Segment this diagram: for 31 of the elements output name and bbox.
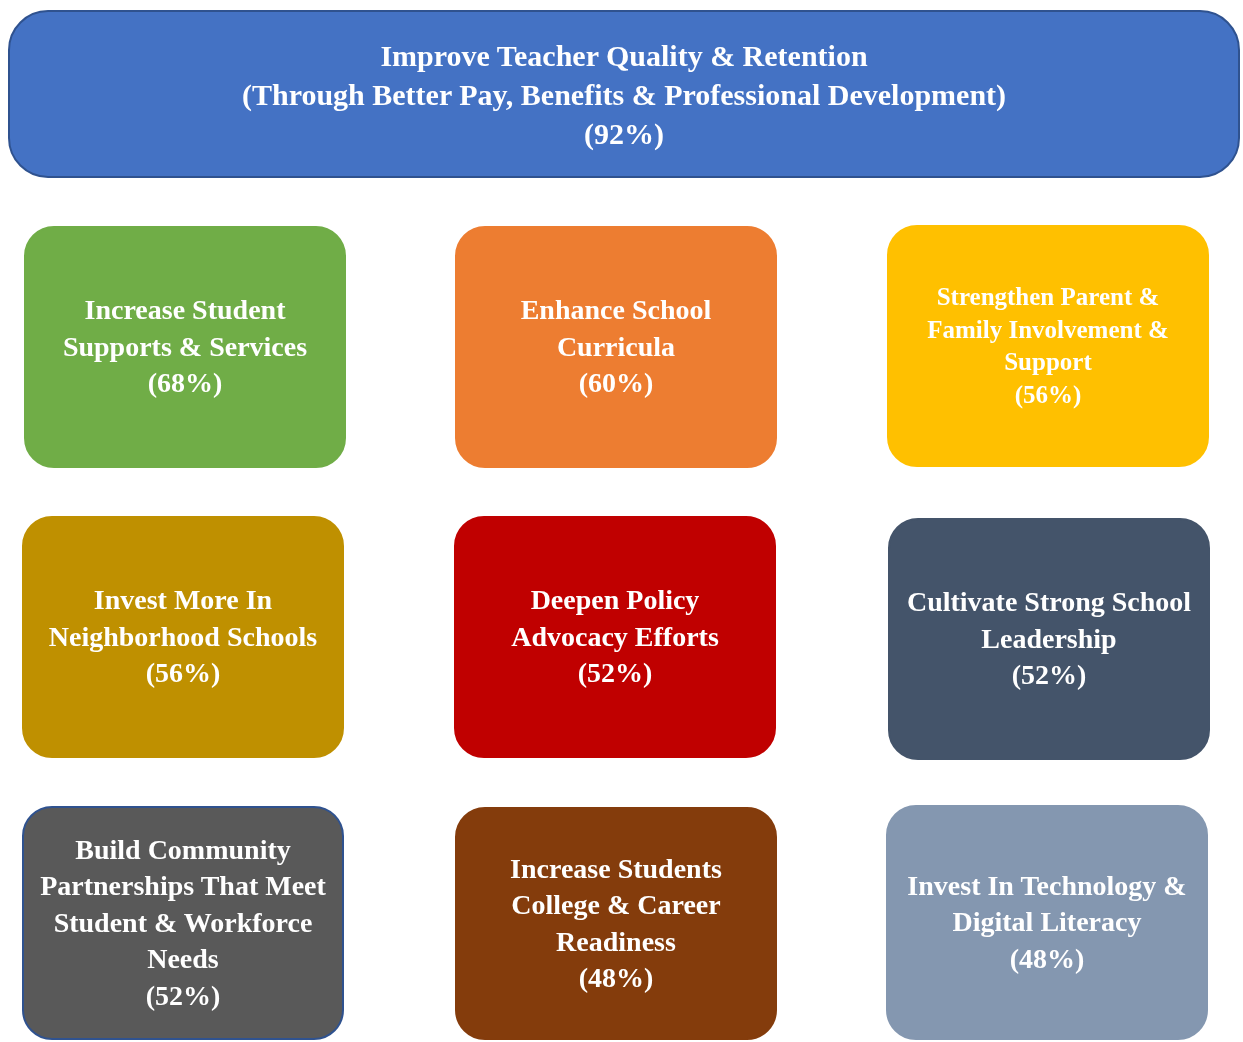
percentage-label: (52%) [145, 978, 221, 1013]
percentage-label: (56%) [145, 656, 221, 691]
percentage-label: (68%) [147, 366, 223, 401]
rounded-box [24, 226, 346, 468]
percentage-label: (48%) [578, 960, 654, 995]
banner-box [8, 10, 1240, 178]
rounded-box [454, 516, 776, 758]
percentage-label: (60%) [578, 366, 654, 401]
box-heading: Deepen Policy Advocacy Efforts [510, 583, 720, 654]
rounded-box [22, 516, 344, 758]
percentage-label: (48%) [1009, 941, 1085, 976]
rounded-box [887, 225, 1209, 467]
box-heading: Strengthen Parent & Family Involvement & Support [926, 282, 1170, 377]
box-heading: Invest More In Neighborhood Schools [47, 583, 319, 654]
percentage-label: (52%) [1011, 658, 1087, 693]
box-heading: Invest In Technology & Digital Literacy [906, 868, 1188, 940]
rounded-box [455, 226, 777, 468]
box-heading: Improve Teacher Quality & Retention [380, 37, 868, 74]
rounded-box [886, 805, 1208, 1040]
percentage-label: (92%) [584, 115, 664, 152]
box-heading: (Through Better Pay, Benefits & Professional Development) [241, 76, 1007, 113]
rounded-box [455, 807, 777, 1040]
box-heading: Enhance School Curricula [519, 293, 713, 364]
box-heading: Cultivate Strong School Leadership [905, 585, 1193, 656]
rounded-box [22, 806, 344, 1040]
box-heading: Increase Students College & Career Readiness [509, 851, 723, 959]
percentage-label: (52%) [577, 656, 653, 691]
box-heading: Build Community Partnerships That Meet Student & Workforce Needs [39, 833, 327, 977]
percentage-label: (56%) [1014, 379, 1082, 410]
rounded-box [888, 518, 1210, 760]
box-heading: Increase Student Supports & Services [61, 293, 309, 364]
